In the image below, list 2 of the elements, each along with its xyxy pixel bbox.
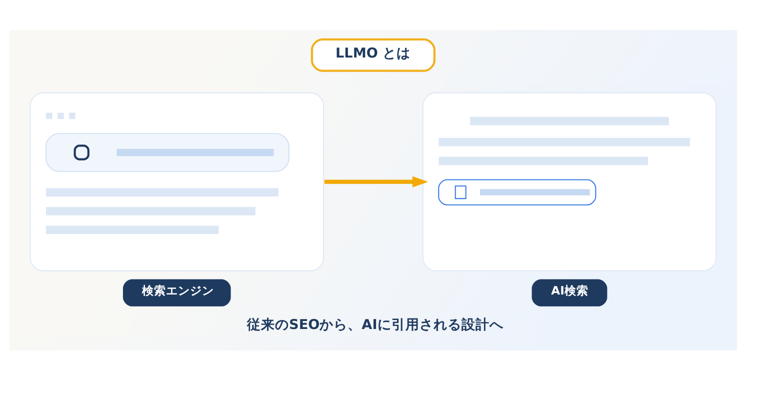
- caption: 従来のSEOから、AIに引用される設計へ: [246, 316, 503, 333]
- diagram-title: LLMO とは: [335, 46, 410, 62]
